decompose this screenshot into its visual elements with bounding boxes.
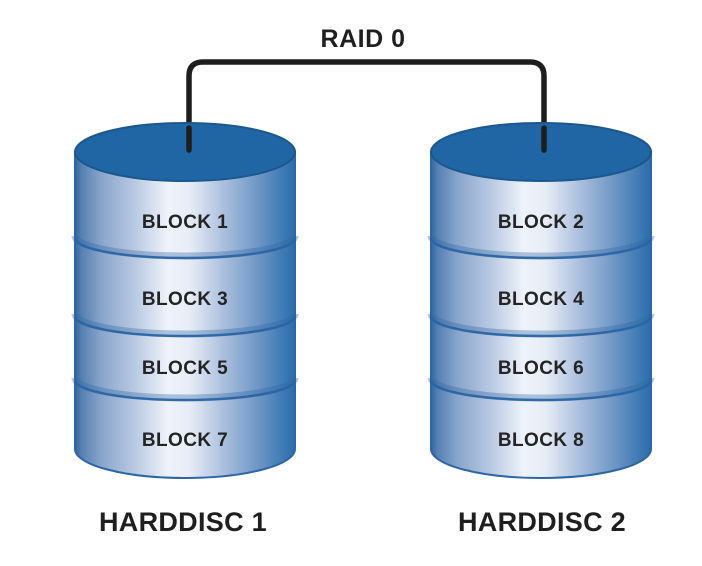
harddisc-1-block-7: BLOCK 7 (142, 430, 228, 451)
harddisc-1-separator-line (73, 379, 297, 402)
harddisc-1-block-5: BLOCK 5 (142, 358, 228, 379)
harddisc-1-cylinder: BLOCK 1 BLOCK 3 BLOCK 5 BLOCK 7 HARDDISC… (71, 122, 299, 537)
harddisc-1-label: HARDDISC 1 (99, 507, 267, 537)
harddisc-2-top (430, 122, 652, 182)
harddisc-1-separator-line (73, 315, 297, 338)
harddisc-1-block-3: BLOCK 3 (142, 289, 228, 310)
harddisc-2-block-8: BLOCK 8 (498, 430, 584, 451)
harddisc-1-block-1: BLOCK 1 (142, 212, 228, 233)
harddisc-2-block-4: BLOCK 4 (498, 289, 584, 310)
harddisc-2-cylinder: BLOCK 2 BLOCK 4 BLOCK 6 BLOCK 8 HARDDISC… (427, 122, 655, 537)
harddisc-1-separator-shade (71, 235, 299, 260)
harddisc-2-separator-shade (427, 313, 655, 338)
harddisc-2-label: HARDDISC 2 (458, 507, 626, 537)
harddisc-2-separator-shade (427, 377, 655, 402)
harddisc-2-block-6: BLOCK 6 (498, 358, 584, 379)
harddisc-2-block-2: BLOCK 2 (498, 212, 584, 233)
harddisc-1-separator-line (73, 237, 297, 260)
raid-connector-line (186, 59, 547, 153)
harddisc-2-separator-line (429, 379, 653, 402)
harddisc-1-top (74, 122, 296, 182)
harddisc-2-separator-shade (427, 235, 655, 260)
harddisc-1-separator-shade (71, 377, 299, 402)
raid-title: RAID 0 (321, 25, 406, 53)
harddisc-2-separator-line (429, 315, 653, 338)
harddisc-1-separator-shade (71, 313, 299, 338)
harddisc-2-separator-line (429, 237, 653, 260)
